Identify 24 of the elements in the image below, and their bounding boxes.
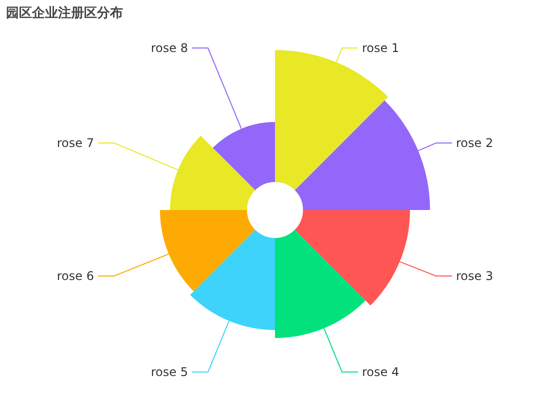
rose-slice [275, 230, 366, 338]
leader-line [192, 48, 242, 130]
rose-slice [170, 136, 256, 210]
slice-label: rose 1 [362, 40, 400, 56]
slice-label: rose 6 [56, 268, 94, 284]
leader-line [418, 142, 452, 152]
rose-slice [190, 230, 275, 330]
leader-line [98, 142, 178, 170]
slice-label: rose 5 [150, 364, 188, 380]
slice-label: rose 8 [150, 40, 188, 56]
leader-line [336, 48, 358, 63]
leader-line [399, 261, 452, 276]
chart-title: 园区企业注册区分布 [6, 4, 123, 22]
rose-slice [212, 122, 275, 190]
slice-label: rose 2 [456, 135, 494, 151]
leader-line [323, 328, 358, 372]
leader-line [192, 320, 230, 372]
rose-slice [160, 210, 256, 292]
leader-line [98, 254, 170, 276]
slice-label: rose 7 [56, 135, 94, 151]
rose-slice [294, 210, 410, 306]
slice-label: rose 4 [362, 364, 400, 380]
rose-slice [294, 100, 430, 210]
slice-label: rose 3 [456, 268, 494, 284]
